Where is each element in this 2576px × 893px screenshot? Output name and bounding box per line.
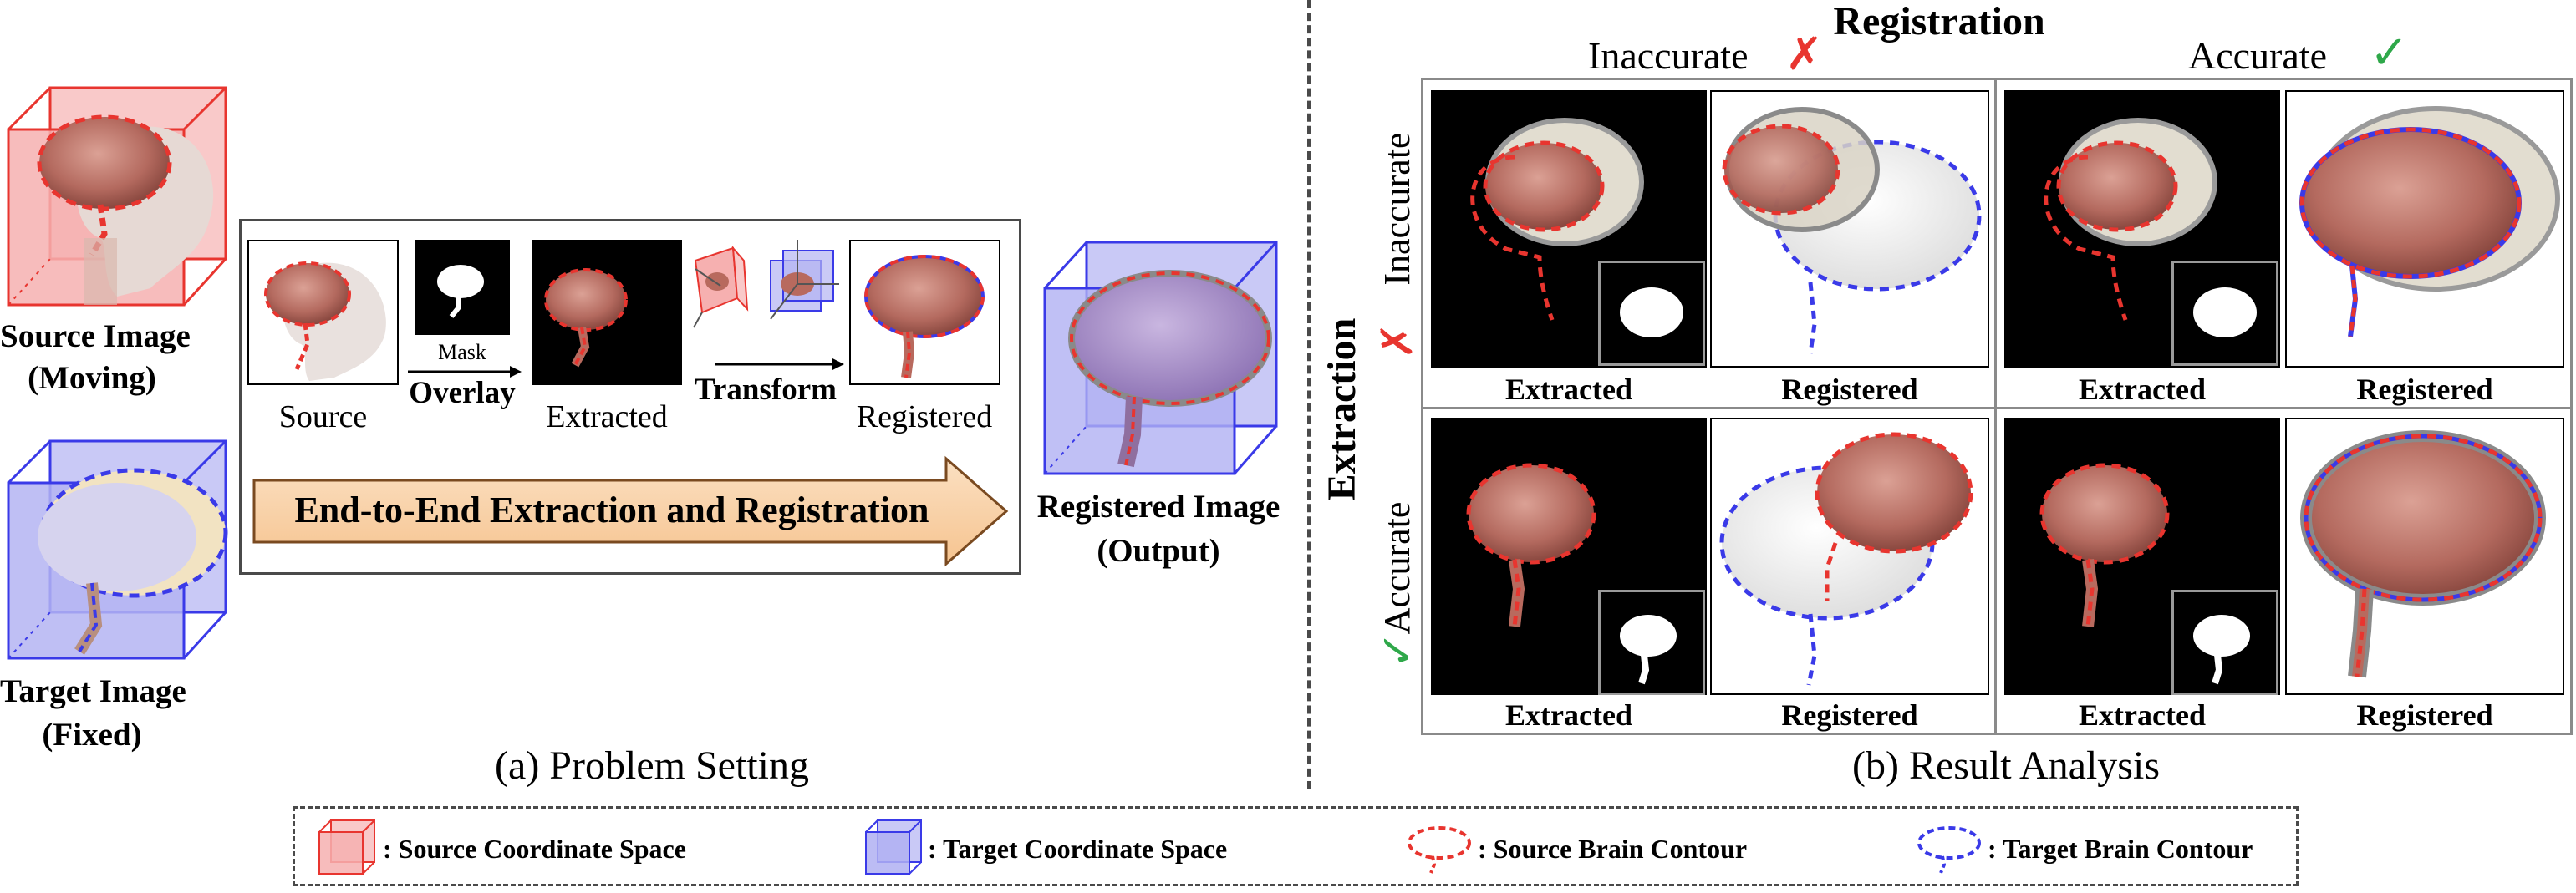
results-grid (1421, 78, 2573, 735)
transform-cubes-illustration (693, 240, 839, 328)
cell-ai-registered-brain (1719, 432, 1973, 686)
pipeline-source-image (264, 261, 386, 381)
end-to-end-banner-arrow (252, 455, 1009, 567)
legend-box (293, 806, 2299, 886)
registered-output-cube (1043, 241, 1278, 475)
results-grid-vline (1994, 78, 1997, 735)
legend-target-contour-label: : Target Brain Contour (1988, 834, 2253, 864)
cell-ai-extracted-brain (1466, 463, 1596, 627)
pipeline-registered-label: Registered (856, 399, 993, 434)
source-image-sublabel: (Moving) (28, 360, 156, 396)
row-accurate-check-icon: ✓ (1371, 631, 1423, 669)
results-grid-hline (1421, 407, 2573, 409)
registered-output-sublabel: (Output) (1097, 533, 1220, 569)
legend-source-space-label: : Source Coordinate Space (383, 834, 686, 864)
mask-arrow (408, 366, 522, 378)
cell-ia-registered-label: Registered (2356, 373, 2493, 406)
pipeline-extracted-label: Extracted (546, 399, 668, 434)
cell-ia-extracted-brain (2044, 118, 2217, 321)
pipeline-mask-shape (437, 265, 484, 318)
source-cube-illustration (7, 86, 227, 307)
cell-ai-mask-thumb (1598, 590, 1705, 695)
legend-source-contour-icon (1408, 826, 1471, 874)
cell-ii-mask-thumb (1598, 261, 1705, 366)
pipeline-mask-label: Mask (438, 340, 486, 364)
target-image-sublabel: (Fixed) (42, 717, 142, 753)
cell-ai-registered-label: Registered (1781, 698, 1918, 732)
cell-aa-mask-shape (2193, 615, 2250, 685)
row-accurate-label: Accurate (1377, 501, 1418, 635)
column-accurate-label: Accurate (2188, 34, 2327, 77)
pipeline-extracted-brain (544, 268, 628, 368)
legend-target-space-icon (865, 819, 922, 875)
cell-aa-registered-label: Registered (2356, 698, 2493, 732)
target-cube-illustration (7, 439, 228, 660)
legend-source-space-icon (318, 819, 375, 875)
legend-target-space-label: : Target Coordinate Space (928, 834, 1228, 864)
problem-setting-caption: (a) Problem Setting (495, 743, 809, 788)
pipeline-source-label: Source (278, 399, 368, 434)
row-inaccurate-cross-icon: ✗ (1372, 322, 1423, 359)
cross-icon: ✗ (1785, 28, 1824, 80)
cell-ii-registered-brain (1722, 107, 1982, 354)
extraction-row-axis-label: Extraction (1320, 317, 1364, 501)
legend-target-contour-icon (1917, 826, 1981, 874)
cell-ii-mask-shape (1620, 287, 1683, 337)
registered-output-label: Registered Image (1036, 489, 1280, 525)
cell-ia-registered-brain (2299, 106, 2560, 337)
registration-header: Registration (1833, 0, 2045, 43)
cell-aa-extracted-brain (2039, 463, 2170, 627)
cell-ii-registered-label: Registered (1781, 373, 1918, 406)
legend-source-contour-label: : Source Brain Contour (1478, 834, 1748, 864)
cell-ai-extracted-label: Extracted (1505, 698, 1632, 732)
cell-ii-extracted-brain (1470, 118, 1644, 321)
cell-ai-mask-shape (1620, 615, 1677, 685)
cell-aa-extracted-label: Extracted (2079, 698, 2206, 732)
end-to-end-banner-label: End-to-End Extraction and Registration (294, 490, 929, 530)
column-inaccurate-label: Inaccurate (1588, 34, 1749, 77)
check-icon: ✓ (2370, 26, 2409, 80)
target-image-label: Target Image (0, 673, 186, 709)
section-divider (1307, 0, 1311, 789)
pipeline-registered-brain (864, 255, 985, 378)
source-image-label: Source Image (0, 318, 191, 354)
cell-ii-extracted-label: Extracted (1505, 373, 1632, 406)
cell-aa-registered-brain (2300, 430, 2546, 678)
pipeline-overlay-label: Overlay (409, 376, 516, 410)
row-inaccurate-label: Inaccurate (1377, 132, 1418, 286)
cell-ia-extracted-label: Extracted (2079, 373, 2206, 406)
result-analysis-caption: (b) Result Analysis (1852, 743, 2160, 788)
pipeline-frame (239, 219, 1021, 575)
pipeline-transform-label: Transform (695, 373, 837, 407)
cell-ia-mask-shape (2193, 287, 2257, 337)
transform-arrow (715, 358, 844, 370)
